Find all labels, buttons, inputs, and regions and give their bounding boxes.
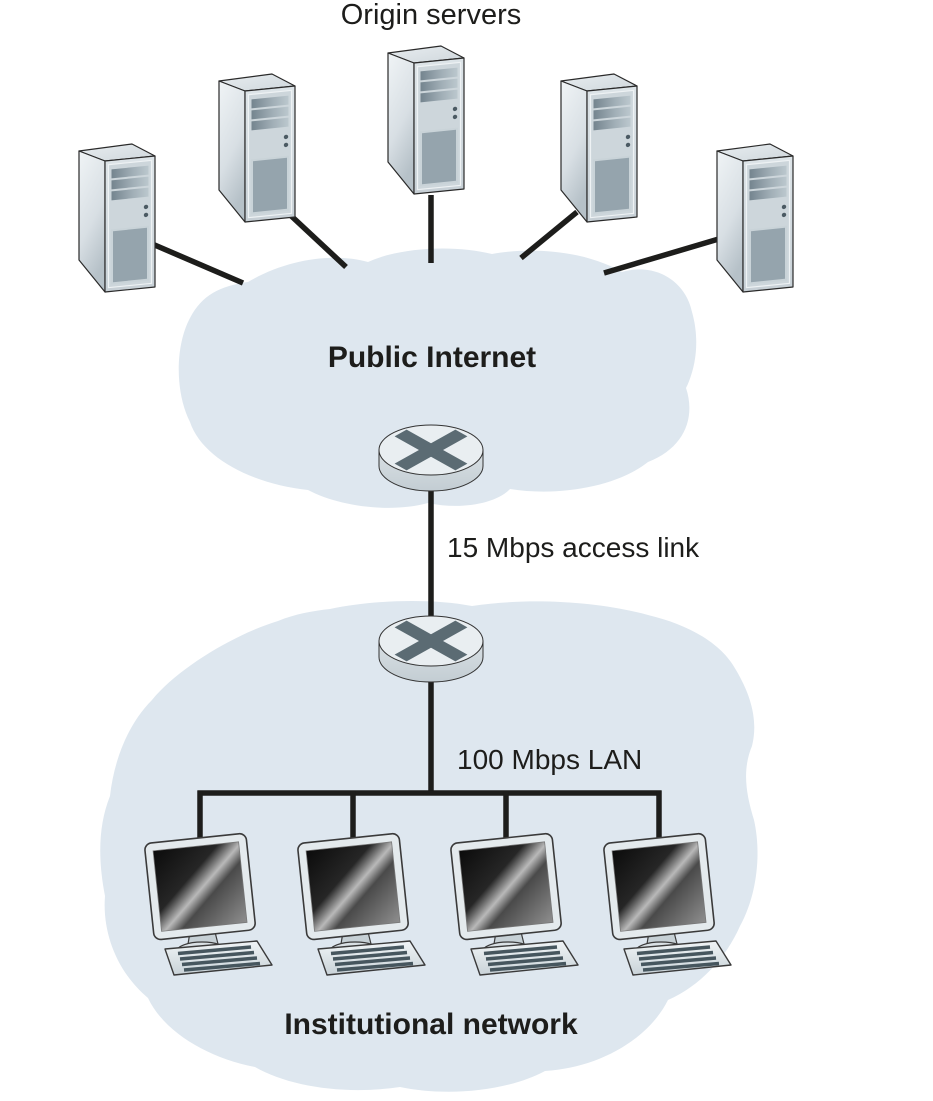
- origin-server-icon-4: [560, 73, 638, 223]
- origin-server-icon-5: [716, 143, 794, 293]
- public-internet-cloud-label: Public Internet: [327, 341, 537, 374]
- public-internet-cloud: [178, 248, 697, 508]
- server-link-line-4: [519, 209, 579, 261]
- diagram-title: Origin servers: [340, 0, 522, 31]
- lan-label: 100 Mbps LAN: [457, 744, 643, 775]
- router-cross-icon-top: [378, 424, 484, 492]
- server-link-line-2: [285, 209, 348, 270]
- institutional-network-cloud: [100, 600, 758, 1092]
- server-link-line-1: [148, 240, 245, 286]
- institutional-network-cloud-label: Institutional network: [284, 1008, 578, 1041]
- router-cross-icon-bottom: [378, 615, 484, 683]
- origin-server-icon-3: [387, 45, 465, 195]
- access-link-label: 15 Mbps access link: [447, 532, 700, 563]
- server-link-line-5: [603, 235, 723, 276]
- origin-server-icon-1: [78, 143, 156, 293]
- origin-server-icon-2: [218, 73, 296, 223]
